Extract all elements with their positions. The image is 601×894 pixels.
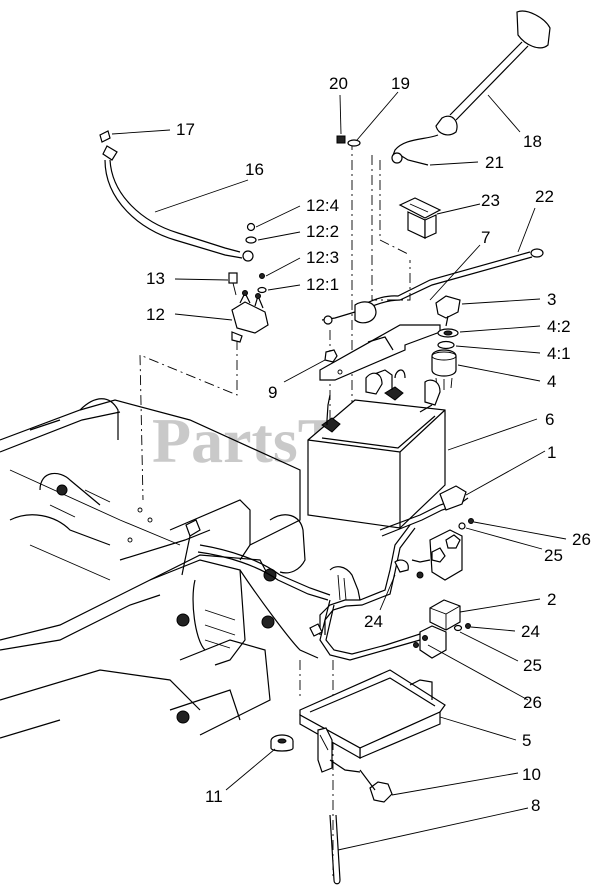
callout-13: 13 [146,269,165,288]
callout-18: 18 [523,132,542,151]
callout-8: 8 [531,796,540,815]
callout-labels: 20 19 18 17 16 21 23 22 12:4 12:2 7 12:3… [146,74,591,815]
callout-1: 1 [547,443,556,462]
callout-26-lower: 26 [523,693,542,712]
callout-2: 2 [547,590,556,609]
hardware-12 [245,222,267,294]
callout-9: 9 [268,383,277,402]
callout-10: 10 [522,765,541,784]
ignition-parts [431,295,461,390]
frame [0,398,306,739]
callout-12-4: 12:4 [306,196,339,215]
relay-2 [413,599,471,659]
callout-24-left: 24 [364,612,383,631]
callout-4: 4 [547,372,556,391]
callout-24-right: 24 [521,622,540,641]
callout-26-upper: 26 [572,530,591,549]
cable-18 [391,10,551,166]
callout-3: 3 [547,290,556,309]
hardware-20-19 [336,135,361,147]
battery-6 [307,369,446,529]
harness-1 [181,485,469,661]
callout-20: 20 [329,74,348,93]
solenoid-12 [228,272,269,343]
callout-22: 22 [535,187,554,206]
callout-4-1: 4:1 [547,344,571,363]
bolt-10 [359,769,393,803]
bracket-7 [319,324,441,381]
leader-lines [111,91,567,851]
rod-8 [329,814,341,885]
callout-6: 6 [545,410,554,429]
switch-23 [398,197,442,239]
callout-12-2: 12:2 [306,222,339,241]
callout-4-2: 4:2 [547,317,571,336]
callout-12-3: 12:3 [306,248,339,267]
cable-16 [99,130,254,262]
tray-5 [299,669,446,773]
callout-25-upper: 25 [544,546,563,565]
callout-19: 19 [391,74,410,93]
callout-5: 5 [522,731,531,750]
relay-upper [411,518,474,581]
bushing-11 [270,734,294,752]
callout-7: 7 [481,228,490,247]
callout-12: 12 [146,305,165,324]
wire-22 [321,248,544,325]
callout-11: 11 [205,787,223,806]
callout-12-1: 12:1 [306,275,339,294]
callout-21: 21 [485,153,504,172]
nut-9 [324,349,338,363]
callout-25-lower: 25 [523,656,542,675]
callout-17: 17 [176,120,195,139]
callout-16: 16 [245,160,264,179]
callout-23: 23 [481,191,500,210]
